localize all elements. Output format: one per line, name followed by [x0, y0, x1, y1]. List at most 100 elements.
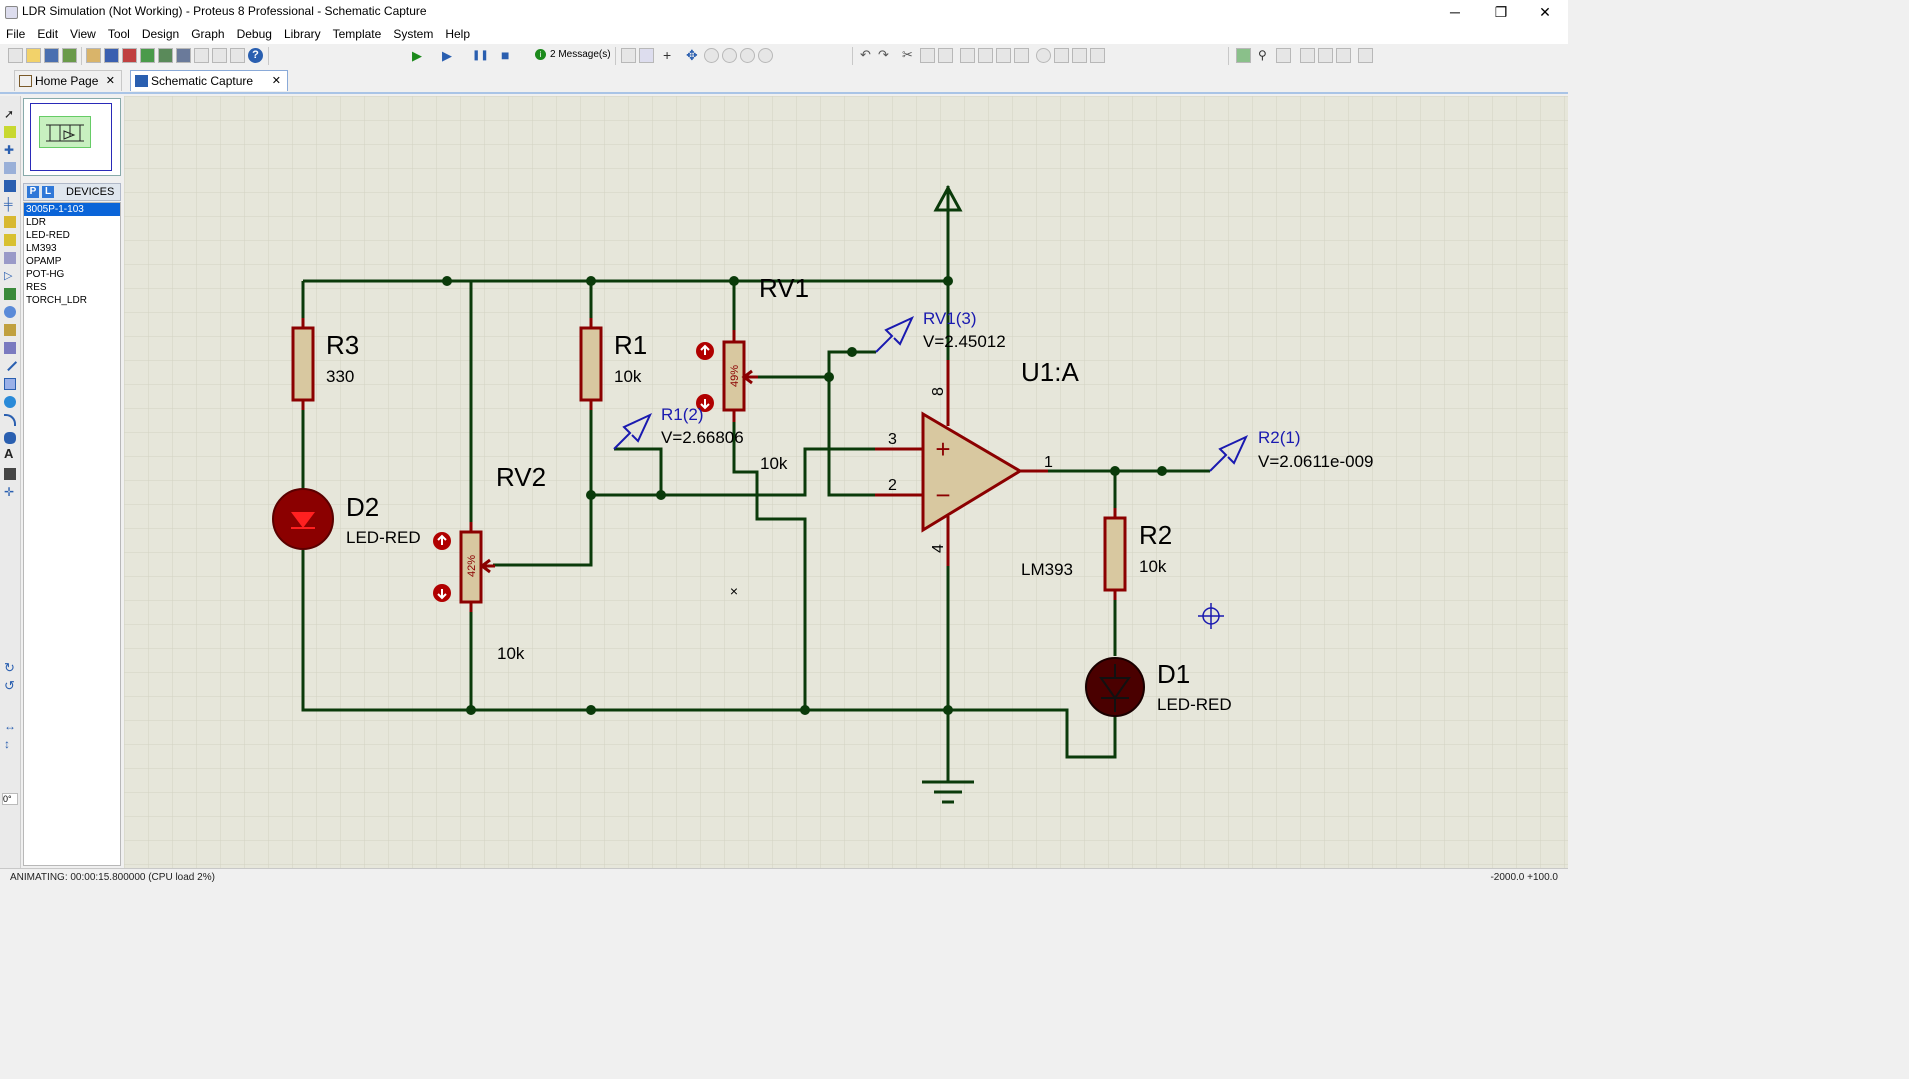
- menu-system[interactable]: System: [393, 27, 434, 41]
- current-probe-icon[interactable]: [4, 342, 16, 354]
- menu-tool[interactable]: Tool: [107, 27, 130, 41]
- list-item[interactable]: LDR: [26, 217, 47, 228]
- arc-icon[interactable]: [4, 414, 16, 426]
- wire-autorouter-icon[interactable]: [1236, 48, 1251, 63]
- rv2-potentiometer[interactable]: 42%: [459, 522, 495, 612]
- r1-resistor[interactable]: [579, 318, 603, 410]
- menu-help[interactable]: Help: [445, 27, 471, 41]
- bom-icon[interactable]: [176, 48, 191, 63]
- graph-mode-icon[interactable]: ▷: [4, 270, 13, 282]
- component-mode-icon[interactable]: [4, 126, 16, 138]
- menu-view[interactable]: View: [70, 27, 96, 41]
- help-icon[interactable]: ?: [248, 48, 263, 63]
- make-device-icon[interactable]: [1054, 48, 1069, 63]
- pause-icon[interactable]: ❚❚: [472, 50, 489, 61]
- open-folder-icon[interactable]: [26, 48, 41, 63]
- save-icon[interactable]: [44, 48, 59, 63]
- circle-icon[interactable]: [4, 396, 16, 408]
- box-icon[interactable]: [4, 378, 16, 390]
- property-assignment-icon[interactable]: [1276, 48, 1291, 63]
- menu-design[interactable]: Design: [141, 27, 180, 41]
- new-file-icon[interactable]: [8, 48, 23, 63]
- remove-sheet-icon[interactable]: [1318, 48, 1333, 63]
- cut-icon[interactable]: ✂: [902, 47, 913, 62]
- d2-led[interactable]: [272, 488, 334, 550]
- u1-comparator[interactable]: + −: [875, 360, 1048, 566]
- home-icon[interactable]: [86, 48, 101, 63]
- generator-icon[interactable]: [4, 306, 16, 318]
- minimize-button[interactable]: ─: [1450, 4, 1460, 20]
- step-icon[interactable]: ▶: [442, 48, 452, 63]
- path-icon[interactable]: [4, 432, 16, 444]
- voltage-probe-icon[interactable]: [4, 324, 16, 336]
- pick-device-icon[interactable]: [1036, 48, 1051, 63]
- stop-icon[interactable]: ■: [501, 47, 510, 63]
- text-icon[interactable]: A: [4, 446, 14, 461]
- menu-graph[interactable]: Graph: [191, 27, 225, 41]
- play-icon[interactable]: ▶: [412, 48, 422, 63]
- mirror-vertical-icon[interactable]: ↕: [4, 737, 10, 751]
- rotation-angle-field[interactable]: 0°: [2, 793, 18, 805]
- tab-home-page[interactable]: Home Page ✕: [14, 70, 122, 91]
- terminals-icon[interactable]: [4, 234, 16, 246]
- rv1-potentiometer[interactable]: 49%: [722, 330, 758, 422]
- list-item[interactable]: TORCH_LDR: [26, 295, 87, 306]
- exit-to-parent-icon[interactable]: [1336, 48, 1351, 63]
- menu-library[interactable]: Library: [283, 27, 321, 41]
- power-terminal[interactable]: [933, 184, 963, 213]
- search-tag-icon[interactable]: ⚲: [1258, 48, 1267, 62]
- origin-icon[interactable]: +: [663, 47, 672, 63]
- new-sheet-icon[interactable]: [1300, 48, 1315, 63]
- zoom-all-icon[interactable]: [740, 48, 755, 63]
- grid-icon[interactable]: [639, 48, 654, 63]
- block-move-icon[interactable]: [978, 48, 993, 63]
- design-explorer-icon[interactable]: [194, 48, 209, 63]
- schematic-icon[interactable]: [104, 48, 119, 63]
- 3d-view-icon[interactable]: [158, 48, 173, 63]
- block-delete-icon[interactable]: [1014, 48, 1029, 63]
- close-tab-icon[interactable]: ✕: [105, 75, 115, 87]
- block-rotate-icon[interactable]: [996, 48, 1011, 63]
- maximize-button[interactable]: ❐: [1494, 4, 1508, 20]
- symbol-icon[interactable]: [4, 468, 16, 480]
- decompose-icon[interactable]: [1090, 48, 1105, 63]
- r3-resistor[interactable]: [291, 318, 315, 410]
- list-item[interactable]: RES: [26, 282, 47, 293]
- menu-template[interactable]: Template: [332, 27, 382, 41]
- subcircuit-icon[interactable]: [4, 216, 16, 228]
- close-button[interactable]: ✕: [1539, 4, 1551, 20]
- packaging-tool-icon[interactable]: [1072, 48, 1087, 63]
- source-code-icon[interactable]: [212, 48, 227, 63]
- ground-terminal[interactable]: [922, 780, 974, 804]
- text-script-icon[interactable]: [4, 180, 16, 192]
- menu-debug[interactable]: Debug: [236, 27, 272, 41]
- wire-label-icon[interactable]: [4, 162, 16, 174]
- close-tab-icon[interactable]: ✕: [271, 75, 281, 87]
- gerber-icon[interactable]: [140, 48, 155, 63]
- pan-icon[interactable]: ✥: [686, 47, 698, 63]
- list-item[interactable]: OPAMP: [26, 256, 62, 267]
- electrical-rule-check-icon[interactable]: [1358, 48, 1373, 63]
- pcb-icon[interactable]: [122, 48, 137, 63]
- marker-icon[interactable]: ✛: [4, 485, 15, 499]
- tab-schematic-capture[interactable]: Schematic Capture ✕: [130, 70, 288, 91]
- list-item[interactable]: POT-HG: [26, 269, 65, 280]
- rv1-increment-button[interactable]: [696, 342, 714, 360]
- tape-recorder-icon[interactable]: [4, 288, 16, 300]
- undo-icon[interactable]: ↶: [860, 47, 871, 62]
- rv1-decrement-button[interactable]: [696, 394, 714, 412]
- device-pins-icon[interactable]: [4, 252, 16, 264]
- menu-edit[interactable]: Edit: [37, 27, 59, 41]
- d1-led[interactable]: [1085, 657, 1145, 717]
- zoom-in-icon[interactable]: [704, 48, 719, 63]
- mirror-horizontal-icon[interactable]: ↔: [4, 719, 16, 733]
- buses-icon[interactable]: ╪: [4, 197, 13, 211]
- library-manager-button[interactable]: L: [42, 186, 54, 198]
- list-item[interactable]: LM393: [26, 243, 57, 254]
- menu-file[interactable]: File: [6, 27, 26, 41]
- redo-icon[interactable]: ↷: [878, 47, 889, 62]
- paste-icon[interactable]: [938, 48, 953, 63]
- rotate-ccw-icon[interactable]: ↺: [4, 678, 15, 693]
- pick-devices-button[interactable]: P: [27, 186, 39, 198]
